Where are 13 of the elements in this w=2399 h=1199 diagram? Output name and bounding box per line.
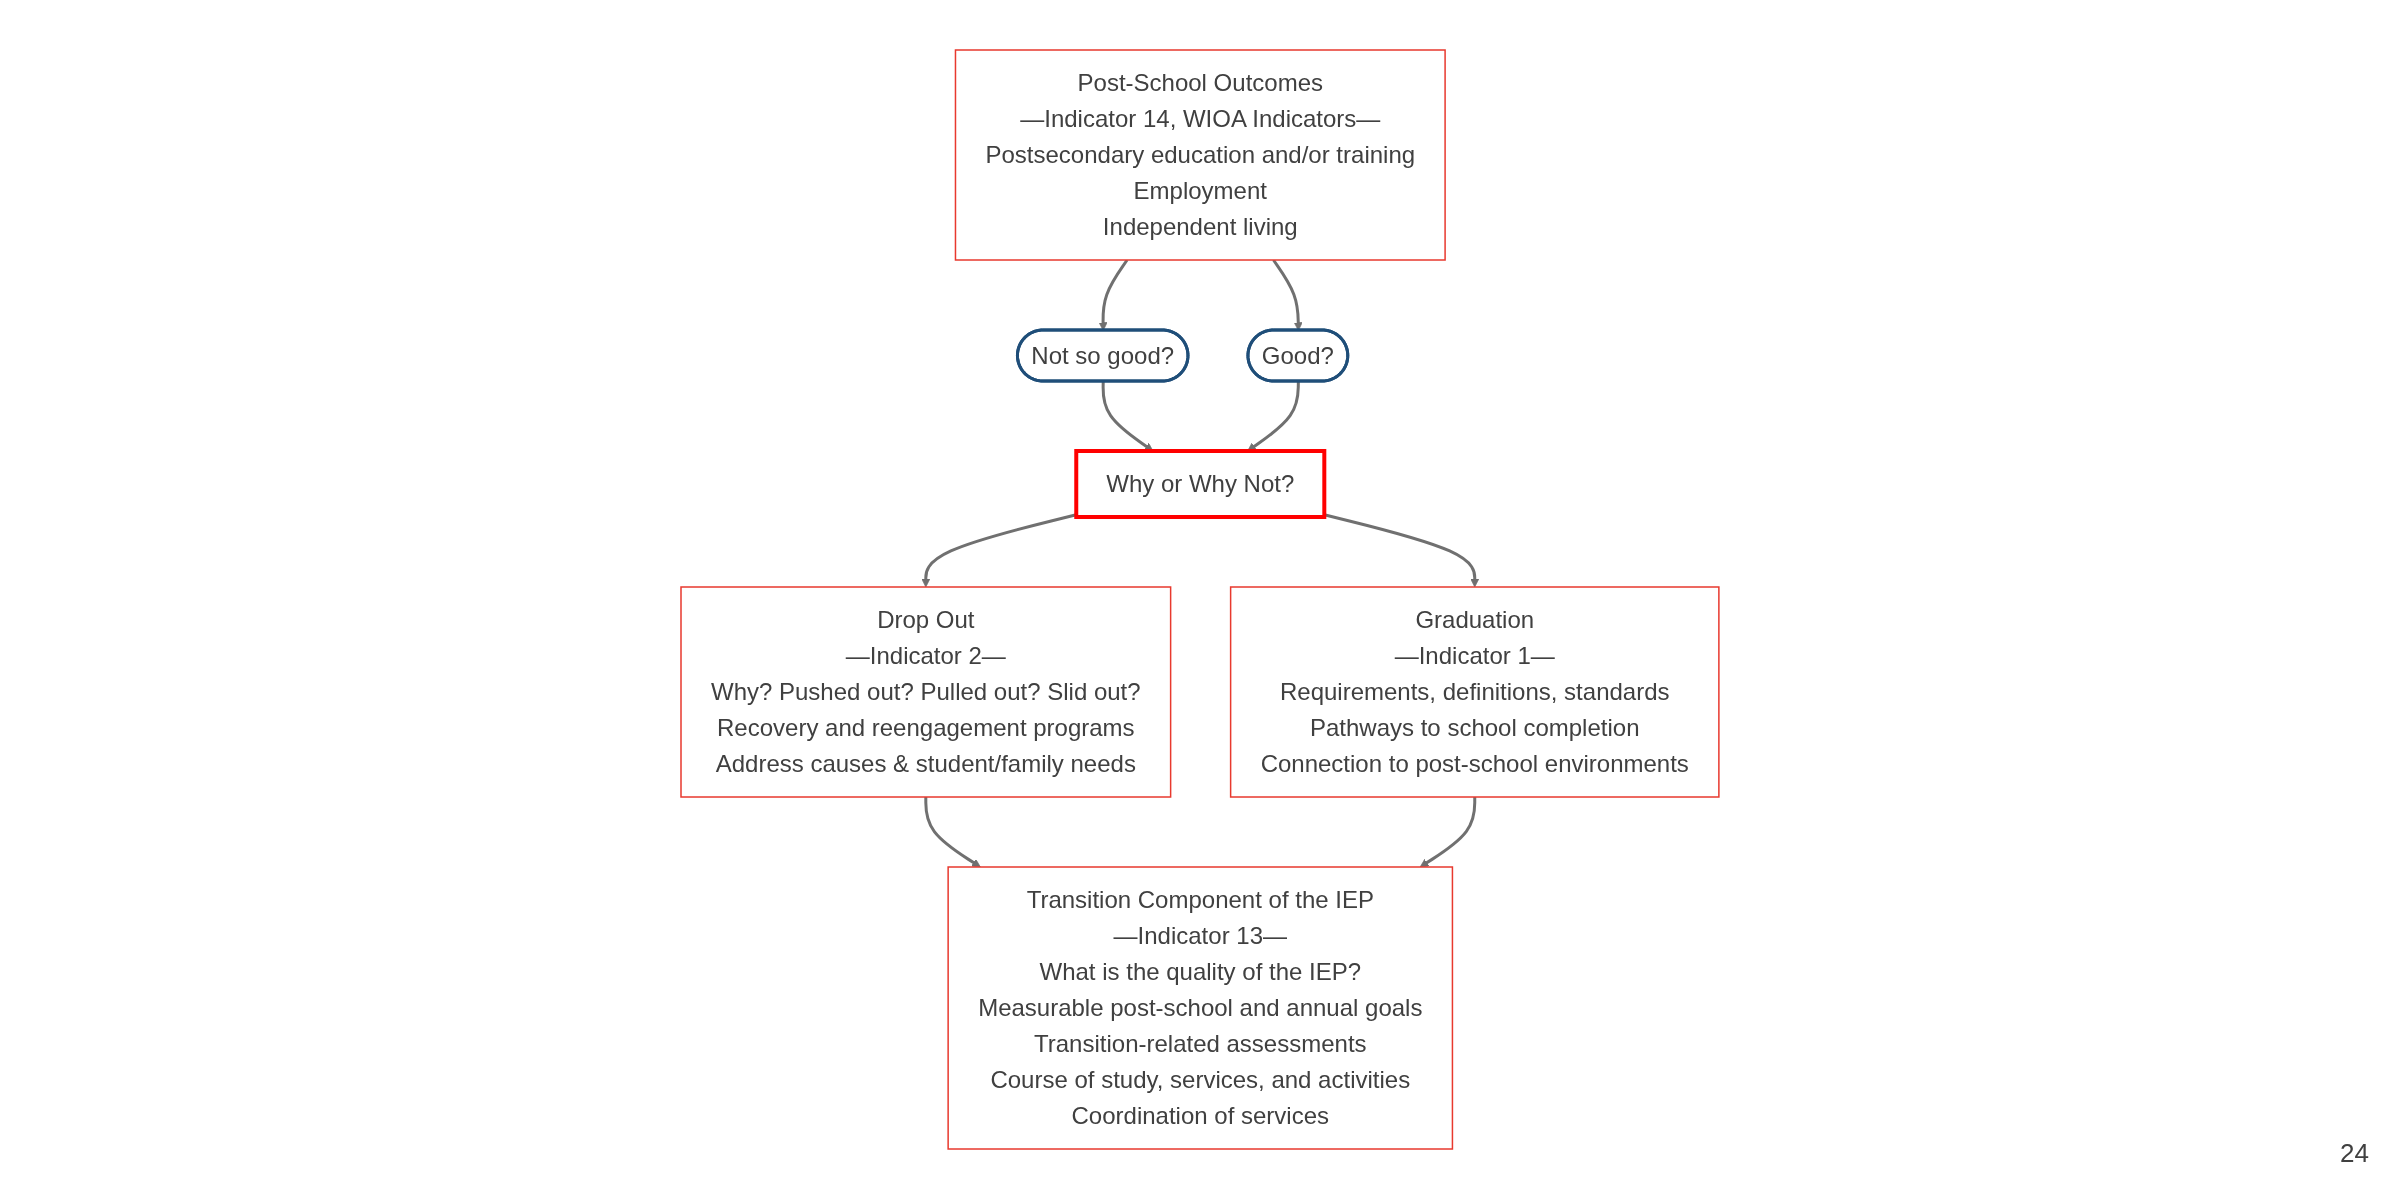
arrow — [1271, 259, 1303, 331]
node-box: Drop Out —Indicator 2— Why? Pushed out? Pulled out? Slid out? Recovery and reengagement programs Address causes & student/family needs — [679, 586, 1171, 798]
page-number: 24 — [2340, 1138, 2369, 1169]
node-box: Why or Why Not? — [1073, 449, 1326, 519]
arrow — [1101, 381, 1153, 452]
arrow — [923, 797, 981, 868]
node-box: Post-School Outcomes —Indicator 14, WIOA Indicators— Postsecondary education and/or training Employment Independent living — [954, 49, 1446, 261]
arrow — [1098, 259, 1128, 331]
node-box: Graduation —Indicator 1— Requirements, definitions, standards Pathways to school completion Connection to post-school environments — [1229, 586, 1720, 798]
arrow — [1323, 513, 1479, 588]
arrow — [1419, 797, 1476, 868]
node-box: Transition Component of the IEP —Indicator 13— What is the quality of the IEP? Measurable post-school and annual goals Transition-related assessments Course of study, services, and activities Coordination of services — [946, 866, 1453, 1150]
arrow — [1246, 381, 1300, 452]
